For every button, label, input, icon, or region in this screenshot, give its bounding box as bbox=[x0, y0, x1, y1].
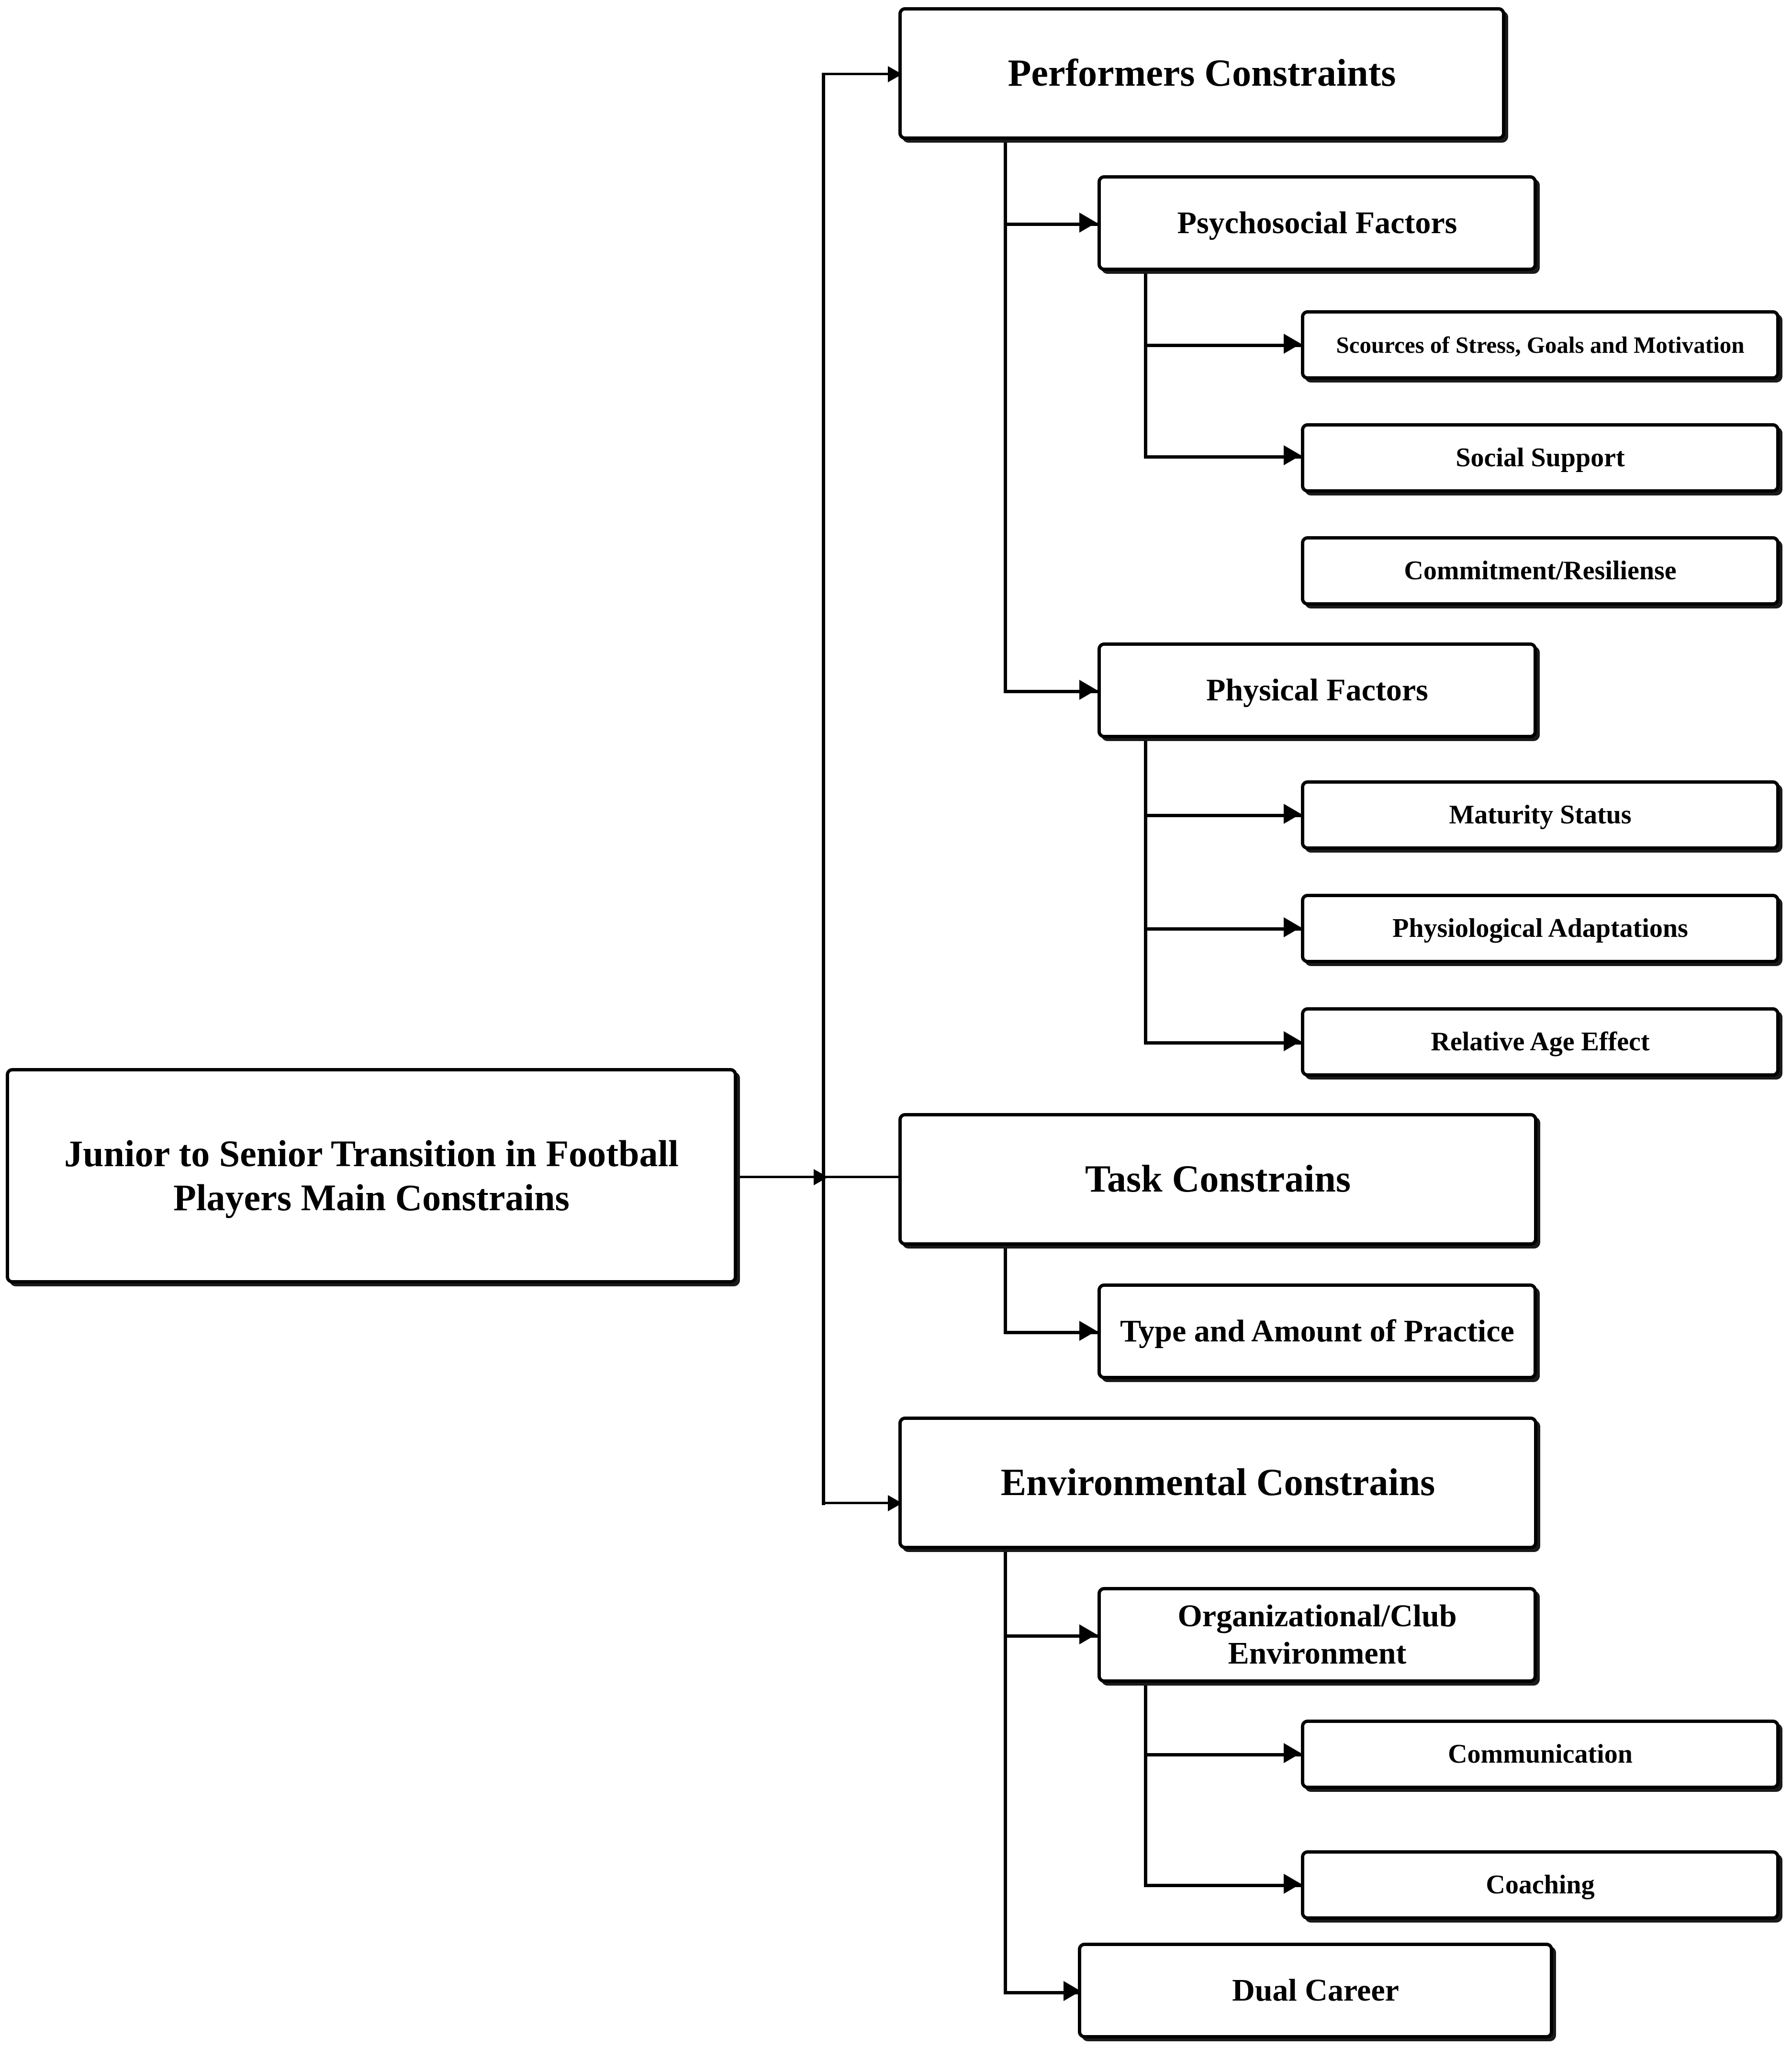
connector-environmental-to-org-club bbox=[1004, 1634, 1098, 1638]
node-organizational-club-environment[interactable]: Organizational/Club Environment bbox=[1098, 1587, 1537, 1683]
arrowhead-maturity-status bbox=[1284, 804, 1301, 824]
node-dual-career-label: Dual Career bbox=[1232, 1973, 1399, 2008]
arrowhead-communication bbox=[1284, 1743, 1301, 1763]
connector-physical-to-maturity bbox=[1144, 814, 1302, 817]
arrowhead-social-support bbox=[1284, 445, 1301, 465]
node-psychosocial-factors[interactable]: Psychosocial Factors bbox=[1098, 175, 1537, 271]
node-physiological-adaptations[interactable]: Physiological Adaptations bbox=[1301, 894, 1780, 963]
node-social-support[interactable]: Social Support bbox=[1301, 423, 1780, 493]
connector-physical-to-physiological bbox=[1144, 927, 1302, 931]
node-social-support-label: Social Support bbox=[1456, 443, 1625, 473]
node-organizational-club-environment-label: Organizational/Club Environment bbox=[1177, 1598, 1457, 1671]
connector-root-to-trunk bbox=[737, 1176, 825, 1178]
node-environmental-constrains-label: Environmental Constrains bbox=[1000, 1462, 1435, 1504]
connector-task-to-practice bbox=[1004, 1331, 1098, 1334]
node-sources-of-stress-label: Scources of Stress, Goals and Motivation bbox=[1336, 331, 1745, 358]
connector-environmental-to-dual-career bbox=[1004, 1991, 1083, 1994]
connector-psychosocial-spine bbox=[1144, 271, 1147, 459]
connector-org-club-spine bbox=[1144, 1678, 1147, 1887]
connector-org-club-to-communication bbox=[1144, 1753, 1302, 1756]
arrowhead-psychosocial bbox=[1079, 213, 1097, 233]
node-task-constrains-label: Task Constrains bbox=[1085, 1158, 1351, 1201]
connector-org-club-to-coaching bbox=[1144, 1884, 1302, 1887]
node-root[interactable]: Junior to Senior Transition in Football … bbox=[6, 1068, 737, 1283]
connector-environmental-spine bbox=[1004, 1549, 1007, 1994]
arrowhead-physiological-adaptations bbox=[1284, 917, 1301, 937]
node-sources-of-stress[interactable]: Scources of Stress, Goals and Motivation bbox=[1301, 310, 1780, 380]
node-performers-constraints-label: Performers Constraints bbox=[1008, 52, 1396, 95]
connector-performers-to-physical bbox=[1004, 690, 1098, 693]
connector-physical-to-relative-age bbox=[1144, 1041, 1302, 1045]
arrowhead-type-and-amount-of-practice bbox=[1079, 1321, 1097, 1341]
node-environmental-constrains[interactable]: Environmental Constrains bbox=[898, 1417, 1537, 1549]
connector-performers-to-psychosocial bbox=[1004, 223, 1098, 226]
node-relative-age-effect-label: Relative Age Effect bbox=[1431, 1027, 1650, 1057]
node-communication-label: Communication bbox=[1448, 1739, 1633, 1769]
node-communication[interactable]: Communication bbox=[1301, 1720, 1780, 1789]
connector-psychosocial-to-social-support bbox=[1144, 455, 1302, 459]
connector-main-trunk bbox=[822, 73, 825, 1505]
node-coaching[interactable]: Coaching bbox=[1301, 1850, 1780, 1920]
node-root-label: Junior to Senior Transition in Football … bbox=[64, 1132, 679, 1218]
arrowhead-coaching bbox=[1284, 1874, 1301, 1894]
connector-trunk-to-performers bbox=[822, 73, 898, 75]
node-performers-constraints[interactable]: Performers Constraints bbox=[898, 7, 1505, 140]
arrowhead-sources-of-stress bbox=[1284, 334, 1301, 354]
node-dual-career[interactable]: Dual Career bbox=[1078, 1943, 1553, 2038]
node-coaching-label: Coaching bbox=[1486, 1870, 1595, 1900]
connector-task-spine bbox=[1004, 1246, 1007, 1334]
node-commitment-resiliense-label: Commitment/Resiliense bbox=[1404, 556, 1677, 586]
connector-physical-spine bbox=[1144, 741, 1147, 1045]
arrowhead-relative-age-effect bbox=[1284, 1031, 1301, 1051]
node-maturity-status[interactable]: Maturity Status bbox=[1301, 780, 1780, 850]
node-physical-factors[interactable]: Physical Factors bbox=[1098, 642, 1537, 738]
node-maturity-status-label: Maturity Status bbox=[1449, 800, 1632, 830]
node-physiological-adaptations-label: Physiological Adaptations bbox=[1392, 913, 1688, 944]
arrowhead-organizational-club-environment bbox=[1079, 1624, 1097, 1644]
node-type-and-amount-of-practice[interactable]: Type and Amount of Practice bbox=[1098, 1283, 1537, 1379]
node-relative-age-effect[interactable]: Relative Age Effect bbox=[1301, 1007, 1780, 1077]
node-type-and-amount-of-practice-label: Type and Amount of Practice bbox=[1120, 1314, 1514, 1349]
node-commitment-resiliense[interactable]: Commitment/Resiliense bbox=[1301, 536, 1780, 606]
arrowhead-task bbox=[814, 1169, 828, 1185]
connector-trunk-to-environmental bbox=[822, 1502, 898, 1504]
arrowhead-physical bbox=[1079, 680, 1097, 700]
connector-psychosocial-to-sources bbox=[1144, 344, 1302, 347]
node-task-constrains[interactable]: Task Constrains bbox=[898, 1113, 1537, 1246]
node-psychosocial-factors-label: Psychosocial Factors bbox=[1177, 205, 1457, 241]
node-physical-factors-label: Physical Factors bbox=[1206, 673, 1428, 708]
connector-trunk-to-task bbox=[822, 1176, 898, 1178]
connector-performers-spine bbox=[1004, 140, 1007, 693]
